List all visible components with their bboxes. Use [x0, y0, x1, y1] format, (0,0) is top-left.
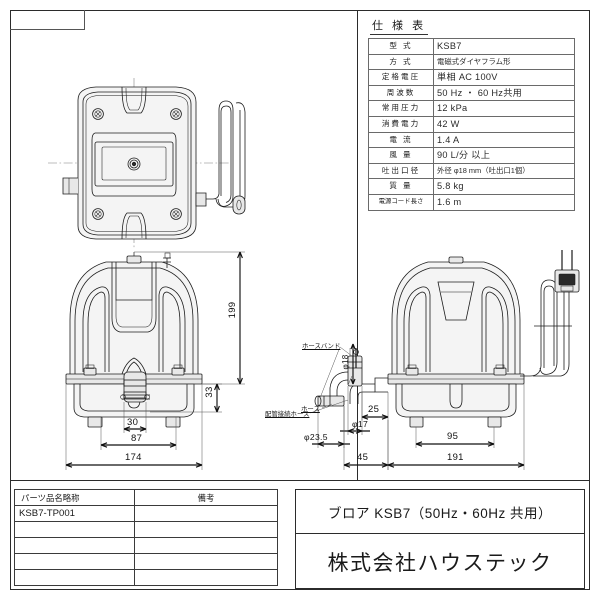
spec-key: 消費電力 — [368, 115, 434, 133]
dim-front-87: 87 — [131, 433, 143, 444]
spec-value: KSB7 — [433, 38, 575, 55]
dim-side-191: 191 — [447, 452, 464, 463]
spec-value: 90 L/分 以上 — [433, 147, 575, 164]
dim-front-30: 30 — [127, 417, 139, 428]
product-title-cell: ブロア KSB7（50Hz・60Hz 共用） — [296, 490, 584, 534]
callout-hose: ホース — [301, 406, 320, 413]
parts-header-name: パーツ品名略称 — [14, 489, 135, 506]
spec-value: 1.6 m — [433, 193, 575, 211]
spec-key: 電 流 — [368, 131, 434, 149]
table-row — [14, 553, 278, 570]
spec-table-block: 仕 様 表 型 式 KSB7 方 式 電磁式ダイヤフラム形 定格電圧 単相 AC… — [368, 16, 580, 211]
dim-front-height: 199 — [227, 301, 238, 319]
table-row: 周波数 50 Hz ・ 60 Hz共用 — [368, 84, 575, 102]
title-block: ブロア KSB7（50Hz・60Hz 共用） 株式会社ハウステック — [295, 489, 585, 589]
callout-pipe-connect-hose: 配管接続ホース — [265, 411, 310, 418]
parts-cell-note — [134, 569, 278, 586]
dim-dia-17: φ17 — [352, 419, 369, 429]
table-row: 方 式 電磁式ダイヤフラム形 — [368, 53, 575, 71]
spec-value: 50 Hz ・ 60 Hz共用 — [433, 84, 575, 102]
parts-cell-name — [14, 553, 135, 570]
table-header-row: パーツ品名略称 備考 — [14, 489, 278, 506]
vertical-divider — [357, 10, 358, 480]
spec-value: 42 W — [433, 115, 575, 133]
dim-side-25: 25 — [368, 404, 380, 415]
dim-front-174: 174 — [125, 452, 142, 463]
parts-cell-note — [134, 521, 278, 538]
parts-table: パーツ品名略称 備考 KSB7-TP001 — [14, 489, 278, 586]
dim-side-95: 95 — [447, 431, 459, 442]
spec-value: 5.8 kg — [433, 178, 575, 195]
table-row: 吐出口径 外径 φ18 mm（吐出口1個） — [368, 162, 575, 180]
parts-cell-name — [14, 521, 135, 538]
table-row: 型 式 KSB7 — [368, 38, 575, 55]
callout-hose-band: ホースバンド — [302, 343, 341, 350]
spec-key: 周波数 — [368, 84, 434, 102]
drawing-frame — [10, 10, 590, 590]
spec-value: 12 kPa — [433, 100, 575, 117]
parts-header-note: 備考 — [134, 489, 278, 506]
spec-key: 常用圧力 — [368, 100, 434, 117]
spec-key: 風 量 — [368, 147, 434, 164]
spec-key: 定格電圧 — [368, 69, 434, 86]
spec-value: 単相 AC 100V — [433, 69, 575, 86]
product-title: ブロア KSB7（50Hz・60Hz 共用） — [327, 505, 553, 521]
company-name-cell: 株式会社ハウステック — [296, 534, 584, 590]
spec-value: 外径 φ18 mm（吐出口1個） — [433, 162, 575, 180]
spec-key: 型 式 — [368, 38, 434, 55]
table-row — [14, 521, 278, 538]
table-row: 電 流 1.4 A — [368, 131, 575, 149]
title-block-divider — [10, 480, 590, 481]
parts-cell-name — [14, 537, 135, 554]
spec-key: 電源コード長さ — [368, 193, 434, 211]
spec-value: 電磁式ダイヤフラム形 — [433, 53, 575, 71]
table-row: KSB7-TP001 — [14, 505, 278, 522]
dim-dia-235: φ23.5 — [304, 432, 328, 442]
table-row: 定格電圧 単相 AC 100V — [368, 69, 575, 86]
table-row: 風 量 90 L/分 以上 — [368, 147, 575, 164]
parts-cell-note — [134, 505, 278, 522]
parts-cell-note — [134, 537, 278, 554]
table-row — [14, 569, 278, 586]
table-row: 消費電力 42 W — [368, 115, 575, 133]
dim-front-nozzle-drop: 33 — [204, 386, 215, 398]
spec-key: 吐出口径 — [368, 162, 434, 180]
parts-cell-name: KSB7-TP001 — [14, 505, 135, 522]
parts-cell-note — [134, 553, 278, 570]
table-row — [14, 537, 278, 554]
table-row: 常用圧力 12 kPa — [368, 100, 575, 117]
dim-side-45: 45 — [357, 452, 369, 463]
spec-table-title: 仕 様 表 — [370, 17, 429, 35]
parts-cell-name — [14, 569, 135, 586]
parts-table-block: パーツ品名略称 備考 KSB7-TP001 — [14, 489, 278, 586]
spec-key: 方 式 — [368, 53, 434, 71]
table-row: 質 量 5.8 kg — [368, 178, 575, 195]
dim-dia-18: φ18 — [341, 354, 350, 370]
table-row: 電源コード長さ 1.6 m — [368, 193, 575, 211]
spec-key: 質 量 — [368, 178, 434, 195]
company-name: 株式会社ハウステック — [327, 552, 553, 575]
top-left-empty-box — [10, 10, 85, 30]
spec-value: 1.4 A — [433, 131, 575, 149]
spec-table: 型 式 KSB7 方 式 電磁式ダイヤフラム形 定格電圧 単相 AC 100V … — [368, 38, 575, 211]
